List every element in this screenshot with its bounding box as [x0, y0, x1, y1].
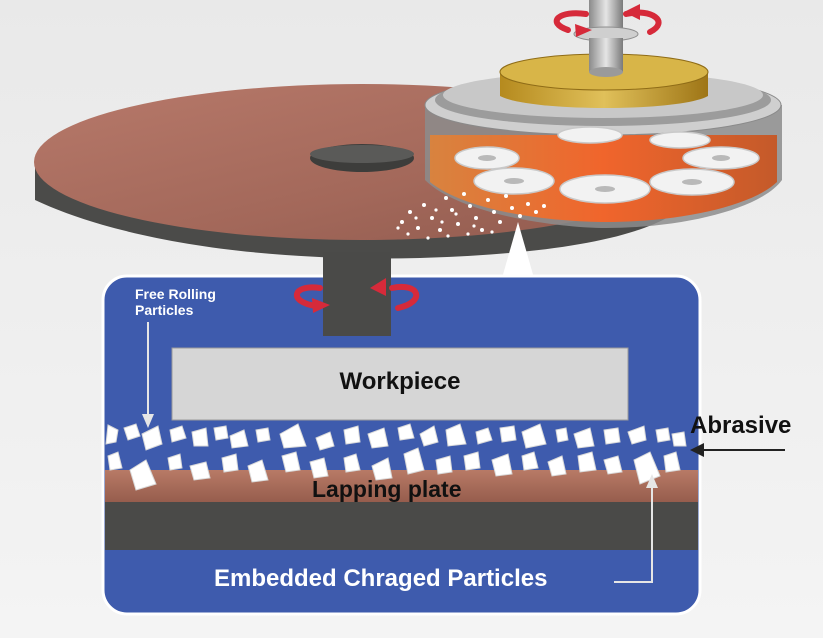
particle-arrow-icon: [147, 322, 785, 583]
plate-base-band: [105, 502, 698, 550]
callout-pointer: [502, 222, 534, 278]
abrasive-spray: [396, 192, 546, 240]
holder-workpieces: [454, 126, 760, 204]
workpiece-label: Workpiece: [339, 368, 461, 395]
abrasive-particles: [105, 423, 687, 451]
free-rolling-particles-label: Free Rolling Particles: [135, 286, 216, 318]
rotation-arrow-icon: [293, 283, 420, 311]
embedded-particles: [107, 447, 681, 491]
workpiece-block: [171, 347, 629, 421]
abrasive-label: Abrasive: [690, 412, 792, 439]
detail-panel: [101, 274, 702, 616]
embedded-particles-label: Embedded Chraged Particles: [214, 565, 548, 592]
lapping-plate-label: Lapping plate: [312, 476, 462, 502]
holder-shaft: [323, 252, 391, 336]
